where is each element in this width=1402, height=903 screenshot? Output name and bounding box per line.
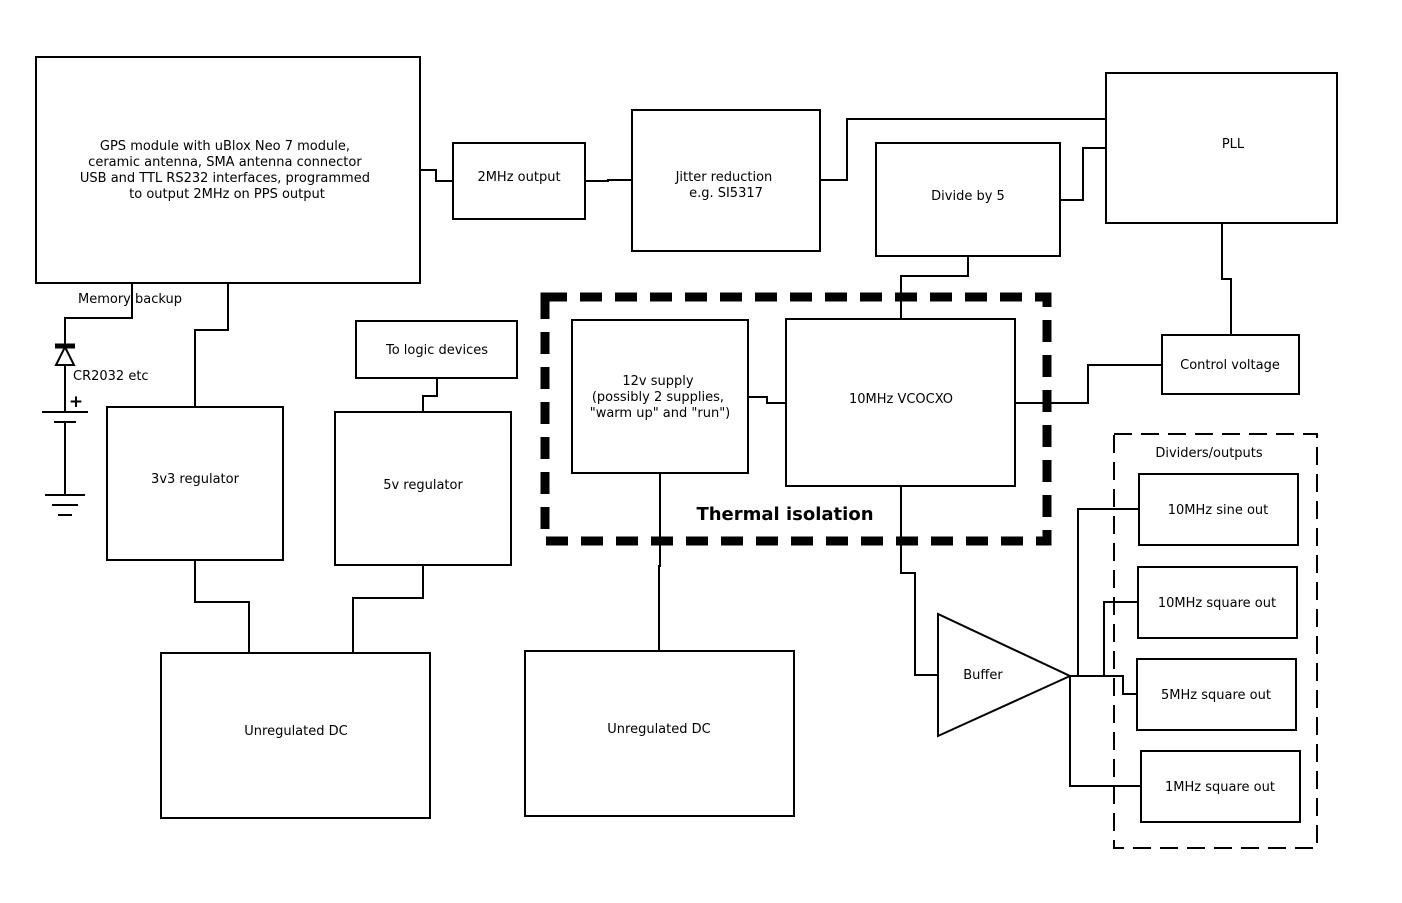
unregulated-dc-label-2: Unregulated DC [607,722,710,737]
1mhz-square-out-label: 1MHz square out [1165,780,1275,795]
logic-devices-label: To logic devices [385,343,488,358]
pll-label: PLL [1222,137,1245,152]
diode-icon [54,344,76,366]
dividers-outputs-label: Dividers/outputs [1155,446,1263,461]
jitter-reduction-label: Jitter reduction e.g. SI5317 [675,170,777,201]
3v3-regulator-label: 3v3 regulator [151,472,240,487]
battery-label: CR2032 etc [73,369,149,384]
10mhz-square-out-label: 10MHz square out [1158,596,1276,611]
jitter-reduction-box [631,109,821,252]
memory-backup-label: Memory backup [78,292,182,307]
12v-supply-box [571,319,749,474]
vcocxo-box [785,318,1016,487]
ground-icon [45,494,85,516]
divide-by-5-box [875,142,1061,257]
divide-by-5-label: Divide by 5 [931,189,1005,204]
dividers-outputs-boundary [1113,433,1318,849]
5mhz-square-out-box [1136,658,1297,731]
10mhz-sine-out-box [1138,473,1299,546]
unregulated-dc-label-1: Unregulated DC [244,724,347,739]
backup-battery-symbol [42,343,88,516]
gps-module-box [35,56,421,284]
10mhz-sine-out-label: 10MHz sine out [1168,503,1269,518]
thermal-isolation-boundary [540,292,1052,546]
vcocxo-label: 10MHz VCOCXO [849,392,953,407]
2mhz-output-box [452,142,586,220]
1mhz-square-out-box [1140,750,1301,823]
3v3-regulator-box [106,406,284,561]
unregulated-dc-box-1 [160,652,431,819]
buffer-triangle [937,612,1073,738]
gps-module-label: GPS module with uBlox Neo 7 module, cera… [80,139,374,202]
control-voltage-label: Control voltage [1180,358,1280,373]
thermal-isolation-label: Thermal isolation [696,504,873,525]
buffer-label: Buffer [963,668,1003,683]
5v-regulator-label: 5v regulator [383,478,463,493]
12v-supply-label: 12v supply (possibly 2 supplies, "warm u… [590,374,731,421]
10mhz-square-out-box [1137,566,1298,639]
5v-regulator-box [334,411,512,566]
control-voltage-box [1161,334,1300,395]
pll-box [1105,72,1338,224]
battery-plus-label: + [69,392,83,412]
5mhz-square-out-label: 5MHz square out [1161,688,1271,703]
2mhz-output-label: 2MHz output [477,170,560,185]
logic-devices-box [355,320,518,379]
unregulated-dc-box-2 [524,650,795,817]
connection-wires [64,118,1232,787]
